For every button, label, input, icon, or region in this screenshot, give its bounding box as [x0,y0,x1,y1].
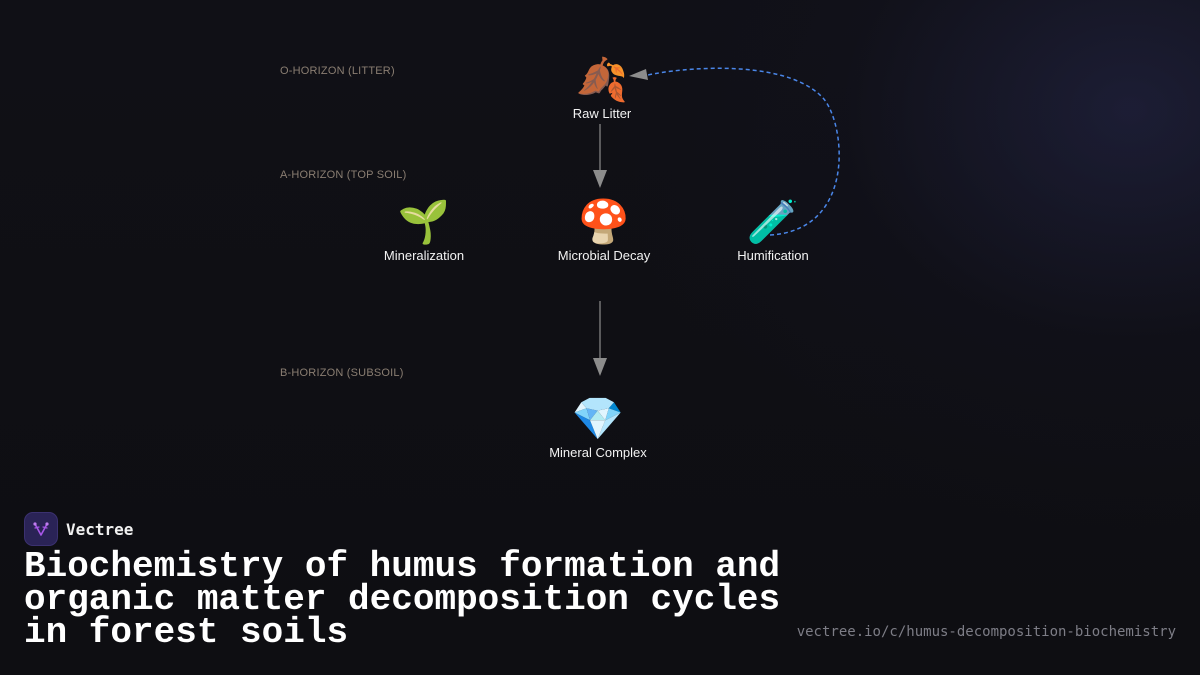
mushroom-icon: 🍄 [577,197,631,246]
node-mineralization[interactable]: 🌱 Mineralization [354,196,494,263]
brand-name: Vectree [66,519,134,539]
arrowhead-humification-to-raw-litter [629,69,648,80]
node-humification[interactable]: 🧪 Humification [703,196,843,263]
horizon-label-b: B-HORIZON (SUBSOIL) [280,367,404,379]
horizon-label-o: O-HORIZON (LITTER) [280,65,395,77]
edge-humification-to-raw-litter [647,67,840,236]
gem-icon: 💎 [571,394,625,443]
vectree-logo-icon [24,512,58,546]
node-microbial-decay[interactable]: 🍄 Microbial Decay [534,196,674,263]
arrowhead-raw-litter-to-microbial-decay [593,170,607,188]
source-url[interactable]: vectree.io/c/humus-decomposition-biochem… [796,624,1176,640]
test-tube-icon: 🧪 [746,197,800,246]
node-label-microbial-decay: Microbial Decay [557,248,651,263]
node-mineral-complex[interactable]: 💎 Mineral Complex [528,393,668,460]
node-raw-litter[interactable]: 🍂 Raw Litter [532,54,672,121]
node-label-humification: Humification [737,248,809,263]
node-label-raw-litter: Raw Litter [572,106,632,121]
node-label-mineral-complex: Mineral Complex [549,445,647,460]
page-title: Biochemistry of humus formation and orga… [24,546,781,653]
brand: Vectree [24,512,133,546]
arrowhead-microbial-decay-to-mineral-complex [593,358,607,376]
node-label-mineralization: Mineralization [383,248,465,263]
seedling-icon: 🌱 [397,197,451,246]
horizon-label-a: A-HORIZON (TOP SOIL) [280,169,407,181]
fallen-leaves-icon: 🍂 [575,55,629,104]
